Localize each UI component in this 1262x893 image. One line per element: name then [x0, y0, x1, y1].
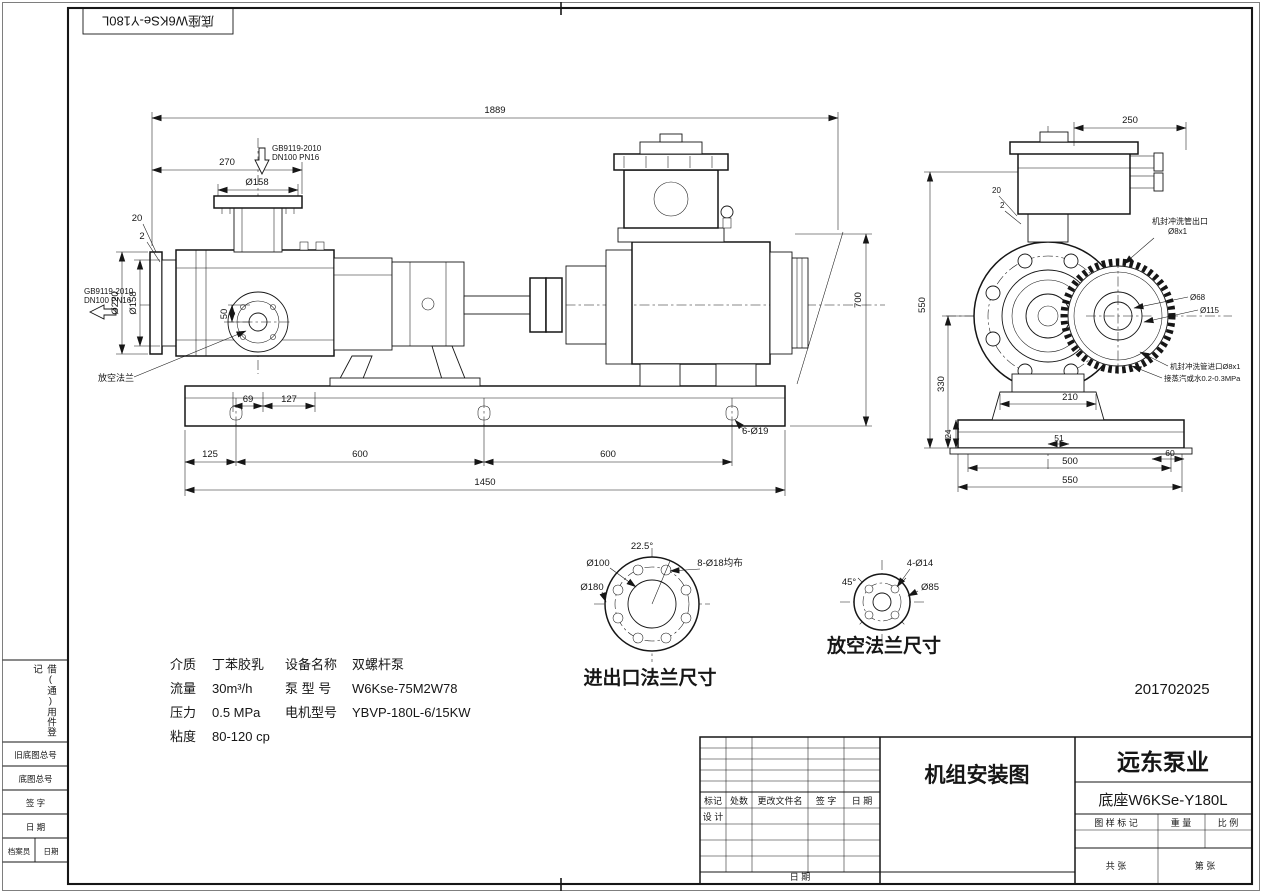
dim-ev-20: 20	[992, 186, 1001, 195]
equipment-value: 双螺杆泵	[352, 657, 404, 672]
top-connection-standard: GB9119-2010	[272, 144, 322, 153]
end-view-dimensions: 250 20 2 机封冲洗管出口 Ø8x1 550 330 Ø68 Ø115 机…	[917, 115, 1241, 492]
top-connection-rating: DN100 PN16	[272, 153, 320, 162]
vent-bolt-holes-callout: 4-Ø14	[907, 558, 933, 569]
scale-label: 比 例	[1218, 817, 1239, 828]
dim-115: Ø115	[1200, 306, 1220, 315]
total-sheets-label: 共 张	[1106, 861, 1127, 871]
bolt-holes-callout: 8-Ø18均布	[697, 557, 742, 569]
revision-count-header: 处数	[730, 795, 748, 806]
signature-label: 签 字	[26, 798, 45, 808]
vent-flange-detail: 4-Ø14 Ø85 45° 放空法兰尺寸	[826, 558, 941, 657]
dim-600-a: 600	[352, 449, 368, 460]
dim-2: 2	[139, 231, 144, 242]
dim-180: Ø180	[580, 582, 603, 593]
mirrored-title: 底座W6KSe-Y180L	[102, 14, 214, 29]
medium-label: 介质	[170, 657, 196, 672]
pattern-mark-label: 图 样 标 记	[1094, 817, 1138, 828]
design-label: 设 计	[703, 811, 724, 822]
archivist-label: 档案员	[8, 846, 31, 856]
weight-label: 重 量	[1171, 817, 1192, 828]
borrow-register-label: 借(通)用件登记	[31, 664, 56, 737]
viscosity-label: 粘度	[170, 729, 196, 744]
flow-value: 30m³/h	[212, 681, 252, 696]
dim-250: 250	[1122, 115, 1138, 126]
left-connection-standard: GB9119-2010	[84, 287, 134, 296]
dim-125: 125	[202, 449, 218, 460]
steam-connection-label: 接蒸汽或水0.2-0.3MPa	[1164, 373, 1241, 383]
flow-label: 流量	[170, 681, 196, 696]
dim-550-bottom: 550	[1062, 475, 1078, 486]
pump-model-value: W6Kse-75M2W78	[352, 681, 457, 696]
pump-model-label: 泵 型 号	[285, 681, 331, 696]
dim-550-vertical: 550	[917, 297, 928, 313]
dim-270: 270	[219, 157, 235, 168]
dim-127: 127	[281, 394, 297, 405]
seal-flush-inlet-label: 机封冲洗管进口Ø8x1	[1170, 361, 1240, 371]
dim-60: 60	[1165, 448, 1175, 458]
equipment-label: 设备名称	[285, 657, 337, 672]
dim-top-flange: Ø158	[245, 177, 268, 188]
dim-50: 50	[219, 309, 230, 320]
dim-330: 330	[936, 376, 947, 392]
io-flange-caption: 进出口法兰尺寸	[583, 666, 716, 689]
left-connection-rating: DN100 PN16	[84, 296, 132, 305]
spec-block: 介质 丁苯胶乳 流量 30m³/h 压力 0.5 MPa 粘度 80-120 c…	[170, 657, 471, 744]
viscosity-value: 80-120 cp	[212, 729, 270, 744]
end-view-pump	[946, 126, 1232, 472]
io-flange-detail: 22.5° Ø100 Ø180 8-Ø18均布 进出口法兰尺寸	[580, 541, 742, 689]
revision-mark-header: 标记	[704, 795, 722, 806]
seal-flush-outlet-size: Ø8x1	[1168, 227, 1188, 236]
date-label: 日 期	[26, 822, 45, 832]
document-number: 201702025	[1134, 681, 1209, 698]
company-name: 远东泵业	[1117, 749, 1209, 775]
drawing-title: 机组安装图	[925, 763, 1030, 787]
dim-500: 500	[1062, 456, 1078, 467]
left-margin-blocks: 旧底图总号 底图总号 签 字 日 期 档案员 日期	[2, 659, 68, 863]
main-view-dimensions: 1889 270 Ø158 GB9119-2010 DN100 PN16 GB9…	[84, 105, 872, 496]
dim-158-left: Ø158	[128, 291, 139, 314]
dim-700: 700	[853, 292, 864, 308]
dim-1450: 1450	[474, 477, 495, 488]
motor-model-value: YBVP-180L-6/15KW	[352, 705, 471, 720]
dim-69: 69	[243, 394, 254, 405]
sheet-number-label: 第 张	[1195, 860, 1216, 871]
dim-24: 24	[944, 429, 953, 438]
dim-220: Ø220	[110, 291, 121, 314]
motor-model-label: 电机型号	[285, 705, 337, 720]
vent-flange-callout: 放空法兰	[98, 372, 134, 383]
dim-angle-22-5: 22.5°	[631, 541, 653, 552]
revision-sign-header: 签 字	[816, 795, 837, 806]
seal-flush-outlet-label: 机封冲洗管出口	[1152, 216, 1208, 226]
dim-100: Ø100	[586, 558, 609, 569]
dim-20: 20	[132, 213, 143, 224]
dim-210: 210	[1062, 392, 1078, 403]
archive-date-label: 日期	[44, 847, 59, 856]
anchor-holes-callout: 6-Ø19	[742, 426, 768, 437]
main-view-pump-unit	[140, 133, 885, 428]
old-blueprint-no-label: 旧底图总号	[14, 750, 57, 760]
revision-date-header: 日 期	[852, 796, 873, 806]
dim-angle-45: 45°	[842, 577, 857, 588]
dim-ev-2: 2	[1000, 201, 1005, 210]
medium-value: 丁苯胶乳	[212, 657, 264, 672]
dim-85: Ø85	[921, 582, 939, 593]
title-block: 标记 处数 更改文件名 签 字 日 期 设 计 日 期 机组安装图 远东泵业 底…	[699, 736, 1253, 885]
base-model: 底座W6KSe-Y180L	[1098, 792, 1227, 809]
bottom-date-label: 日 期	[790, 872, 811, 882]
dim-68: Ø68	[1190, 293, 1206, 302]
vent-flange-caption: 放空法兰尺寸	[826, 634, 941, 657]
dim-overall-length: 1889	[484, 105, 505, 116]
pressure-value: 0.5 MPa	[212, 705, 261, 720]
blueprint-no-label: 底图总号	[18, 774, 52, 784]
pressure-label: 压力	[170, 705, 196, 720]
revision-file-header: 更改文件名	[757, 795, 802, 806]
dim-600-b: 600	[600, 449, 616, 460]
dim-51: 51	[1054, 433, 1064, 443]
